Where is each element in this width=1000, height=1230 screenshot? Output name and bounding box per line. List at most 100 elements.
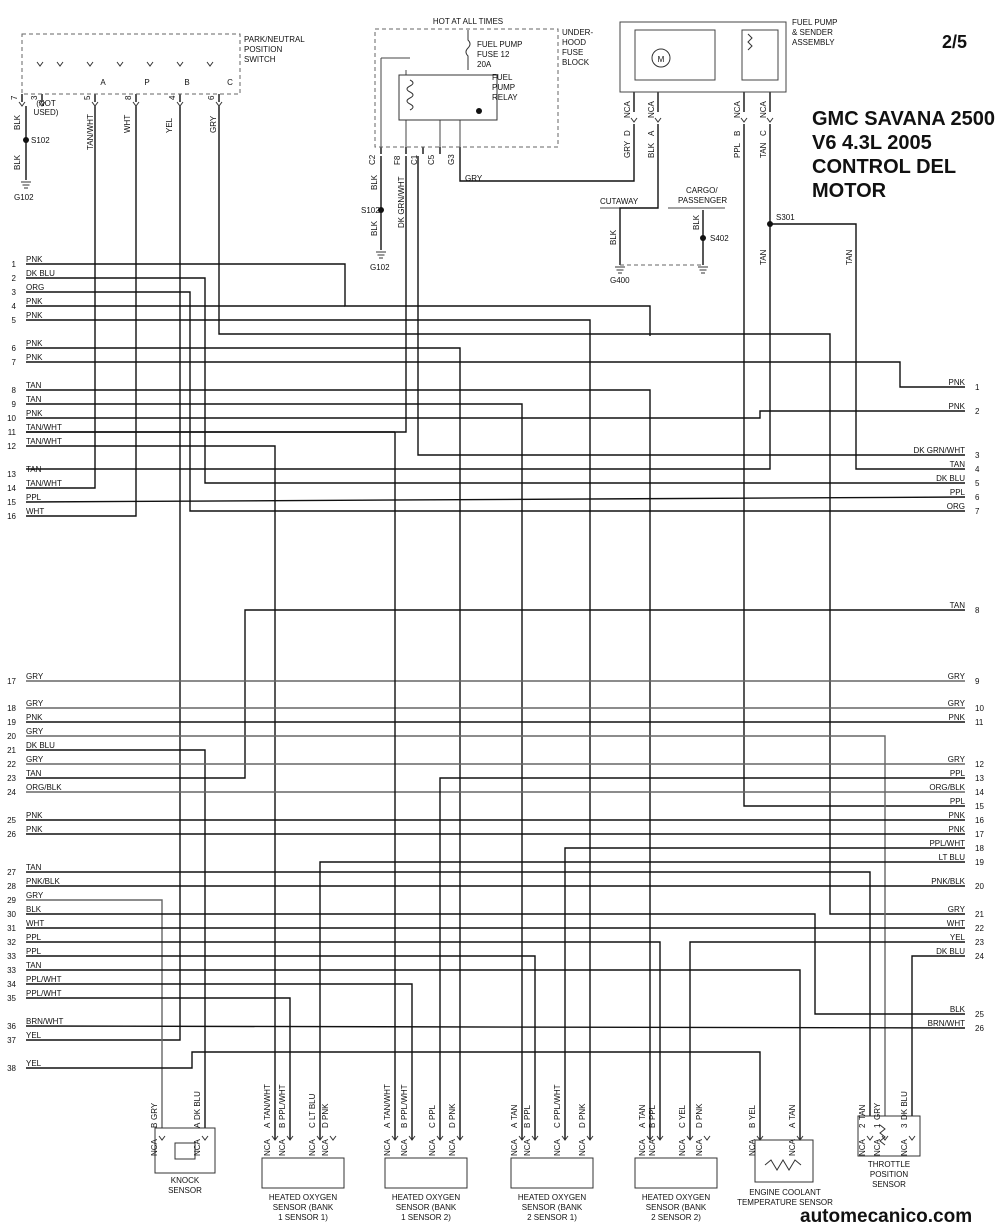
- gry-pn-switch: [218, 106, 965, 915]
- switch-contact-arrow: [176, 61, 184, 67]
- fuel-pump-pin: D: [623, 130, 632, 136]
- nca-label: NCA: [321, 1138, 330, 1156]
- o2-b2s1-pin: C: [553, 1122, 562, 1128]
- fuse-label: FUSE 12: [477, 50, 510, 59]
- fuse-block-terminal: G3: [447, 154, 456, 165]
- o2-b1s2-pin-arrow: [408, 1135, 416, 1141]
- ground-g400-b: [698, 266, 708, 274]
- left-pin-number: 32: [7, 938, 16, 947]
- right-wire-color: GRY: [948, 672, 966, 681]
- right-pin-number: 26: [975, 1024, 984, 1033]
- right-wire-color: GRY: [948, 699, 966, 708]
- fuse-block-label: UNDER-: [562, 28, 593, 37]
- o2-b1s2-pin-arrow: [391, 1135, 399, 1141]
- nca-label: NCA: [428, 1138, 437, 1156]
- o2-b1s1-name: HEATED OXYGEN: [269, 1193, 338, 1202]
- left-wire-color: YEL: [26, 1059, 42, 1068]
- left-wire-color: WHT: [26, 919, 44, 928]
- nca-label: NCA: [510, 1138, 519, 1156]
- right-wire-color: WHT: [947, 919, 965, 928]
- switch-contact-arrow: [86, 61, 94, 67]
- relay-coil: [406, 79, 414, 111]
- nca-label: NCA: [308, 1138, 317, 1156]
- left-pin-number: 19: [7, 718, 16, 727]
- fuse-label: 20A: [477, 60, 492, 69]
- ppl-fuel-level-signal: [743, 124, 965, 807]
- switch-wire-color: GRY: [209, 115, 218, 133]
- left-wire-color: TAN: [26, 863, 42, 872]
- right-pin-number: 23: [975, 938, 984, 947]
- left-wire-color: BLK: [26, 905, 42, 914]
- left-wire-color: TAN: [26, 769, 42, 778]
- right-pin-number: 24: [975, 952, 984, 961]
- left-pin-number: 30: [7, 910, 16, 919]
- left-wire-color: YEL: [26, 1031, 42, 1040]
- fuse-block-label: BLOCK: [562, 58, 590, 67]
- left-pin-number: 10: [7, 414, 16, 423]
- right-pin-number: 2: [975, 407, 980, 416]
- left-wire-color: TAN: [26, 395, 42, 404]
- fuel-pump-pin-arrow: [740, 117, 748, 123]
- right-pin-number: 13: [975, 774, 984, 783]
- tps-name: THROTTLE: [868, 1160, 910, 1169]
- tan-sender-low-ref: [26, 124, 771, 470]
- o2-b1s2-name: SENSOR (BANK: [396, 1203, 457, 1212]
- blk-wire-label: BLK: [13, 154, 22, 170]
- blk-pump-ground: [619, 124, 659, 210]
- left-wire-color: GRY: [26, 755, 44, 764]
- right-wire-color: GRY: [948, 905, 966, 914]
- right-pin-number: 10: [975, 704, 984, 713]
- ground-g102-a: [21, 181, 31, 189]
- right-wire-color: TAN: [950, 601, 966, 610]
- left-pin-number: 34: [7, 980, 16, 989]
- o2-b2s2-pin: D: [695, 1122, 704, 1128]
- tan-wire-8: [26, 389, 651, 1140]
- org-wire-3: [26, 291, 965, 512]
- ect-sensor-pin-arrow: [796, 1135, 804, 1141]
- ppl-wire-33: [26, 955, 536, 1140]
- o2-b1s1-pin: B: [278, 1123, 287, 1128]
- o2-b1s2-wire-color: PPL/WHT: [400, 1084, 409, 1120]
- ground-g400: [615, 266, 625, 274]
- yel-wire-38: [26, 1051, 761, 1140]
- wire-color-label: BLK: [609, 229, 618, 245]
- o2-b2s1-pin-arrow: [561, 1135, 569, 1141]
- switch-pin-arrow: [91, 101, 99, 107]
- knock-sensor-pin-arrow: [158, 1135, 166, 1141]
- park-neutral-switch-box: [21, 33, 241, 95]
- o2-b2s2-name: 2 SENSOR 2): [651, 1213, 701, 1222]
- o2-b1s2-pin: B: [400, 1123, 409, 1128]
- left-pin-number: 14: [7, 484, 16, 493]
- left-pin-number: 25: [7, 816, 16, 825]
- left-wire-color: TAN: [26, 961, 42, 970]
- tps-wire-color: GRY: [873, 1102, 882, 1120]
- nca-label: NCA: [748, 1138, 757, 1156]
- ppl-wire-32: [26, 941, 661, 1140]
- fuel-pump-pin-arrow: [654, 117, 662, 123]
- switch-wire-color: YEL: [165, 117, 174, 133]
- switch-pin-arrow: [18, 101, 26, 107]
- ground-label: G400: [610, 276, 630, 285]
- left-pin-number: 9: [12, 400, 17, 409]
- left-pin-number: 35: [7, 994, 16, 1003]
- pnk-wire-6: [26, 347, 461, 1140]
- fuse-block-terminal: F8: [393, 155, 402, 165]
- switch-contact-arrow: [146, 61, 154, 67]
- fuse-symbol: [465, 30, 471, 70]
- switch-contact-arrow: [206, 61, 214, 67]
- tan-wht-pn-switch: [26, 106, 96, 489]
- gry-wire-20: [26, 735, 886, 1140]
- left-wire-color: PPL: [26, 493, 42, 502]
- o2-b2s1-wire-color: TAN: [510, 1104, 519, 1120]
- o2-b2s2-pin-arrow: [686, 1135, 694, 1141]
- right-wire-color: PPL: [950, 797, 966, 806]
- dk-grn-wht-relay-to-pcm: [417, 156, 965, 456]
- pnk-wire-10: [26, 410, 965, 419]
- right-pin-number: 14: [975, 788, 984, 797]
- knock-sensor-pin-arrow: [201, 1135, 209, 1141]
- o2-b2s2-name: HEATED OXYGEN: [642, 1193, 711, 1202]
- right-wire-color: PNK: [949, 811, 966, 820]
- switch-wire-color: WHT: [123, 115, 132, 133]
- fuse-block-terminal: C1: [410, 154, 419, 165]
- left-wire-color: DK BLU: [26, 741, 55, 750]
